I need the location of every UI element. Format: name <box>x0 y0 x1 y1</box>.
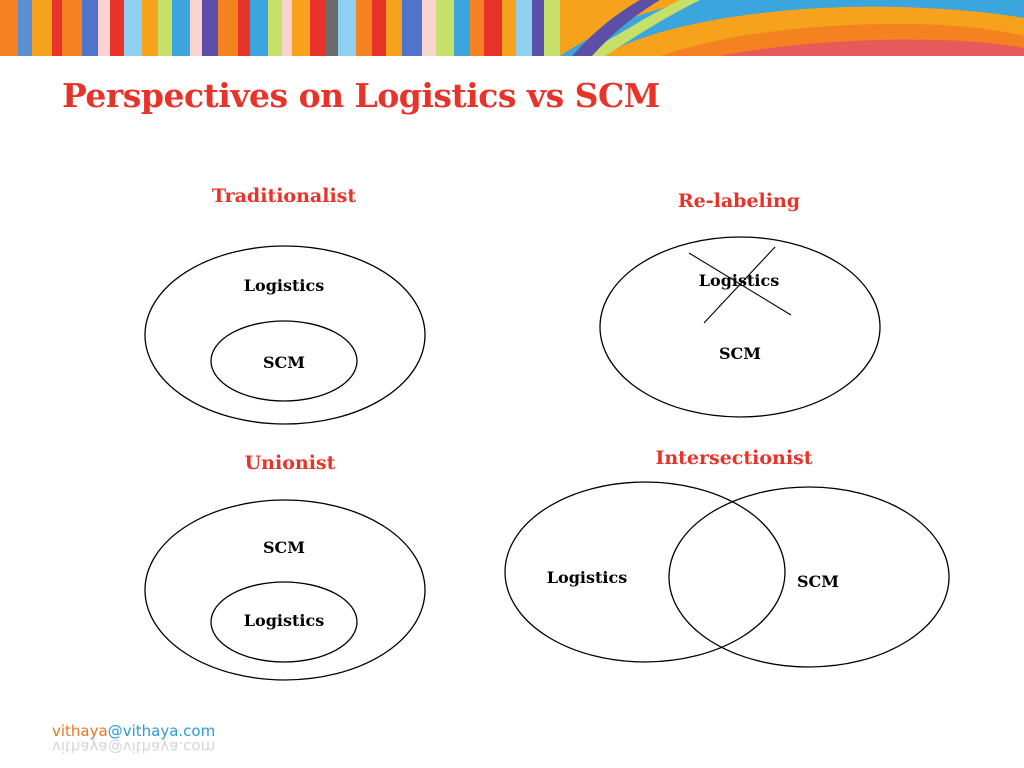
cross-out-line-2 <box>703 246 776 324</box>
traditionalist-outer-ellipse <box>144 245 426 425</box>
footer-email-domain: @vithaya.com <box>107 722 216 740</box>
traditionalist-outer-label: Logistics <box>244 276 324 295</box>
unionist-panel: Unionist SCM Logistics <box>144 452 426 681</box>
unionist-outer-label: SCM <box>263 538 305 557</box>
footer-email-reflection: vithaya@vithaya.com <box>52 738 215 756</box>
traditionalist-inner-label: SCM <box>263 353 305 372</box>
relabeling-title: Re-labeling <box>678 190 800 212</box>
footer-reflection-domain: @vithaya.com <box>107 738 216 756</box>
relabeling-panel: Re-labeling Logistics SCM <box>599 190 881 418</box>
footer-email-user: vithaya <box>52 722 108 740</box>
intersectionist-left-ellipse <box>504 481 786 663</box>
intersectionist-title: Intersectionist <box>655 447 812 469</box>
relabeling-ellipse <box>599 236 881 418</box>
footer-reflection-user: vithaya <box>52 738 108 756</box>
traditionalist-inner-ellipse <box>210 320 358 402</box>
decorative-banner <box>0 0 1024 56</box>
traditionalist-title: Traditionalist <box>212 185 357 207</box>
relabeling-crossed-label: Logistics <box>699 271 779 290</box>
unionist-outer-ellipse <box>144 499 426 681</box>
intersectionist-right-ellipse <box>668 486 950 668</box>
slide-title: Perspectives on Logistics vs SCM <box>62 76 660 115</box>
unionist-title: Unionist <box>245 452 336 474</box>
traditionalist-panel: Traditionalist Logistics SCM <box>144 185 426 425</box>
unionist-inner-ellipse <box>210 581 358 663</box>
intersectionist-right-label: SCM <box>797 572 839 591</box>
intersectionist-panel: Intersectionist Logistics SCM <box>504 447 950 668</box>
footer-email: vithaya@vithaya.com <box>52 722 215 740</box>
relabeling-label: SCM <box>719 344 761 363</box>
unionist-inner-label: Logistics <box>244 611 324 630</box>
intersectionist-left-label: Logistics <box>547 568 627 587</box>
